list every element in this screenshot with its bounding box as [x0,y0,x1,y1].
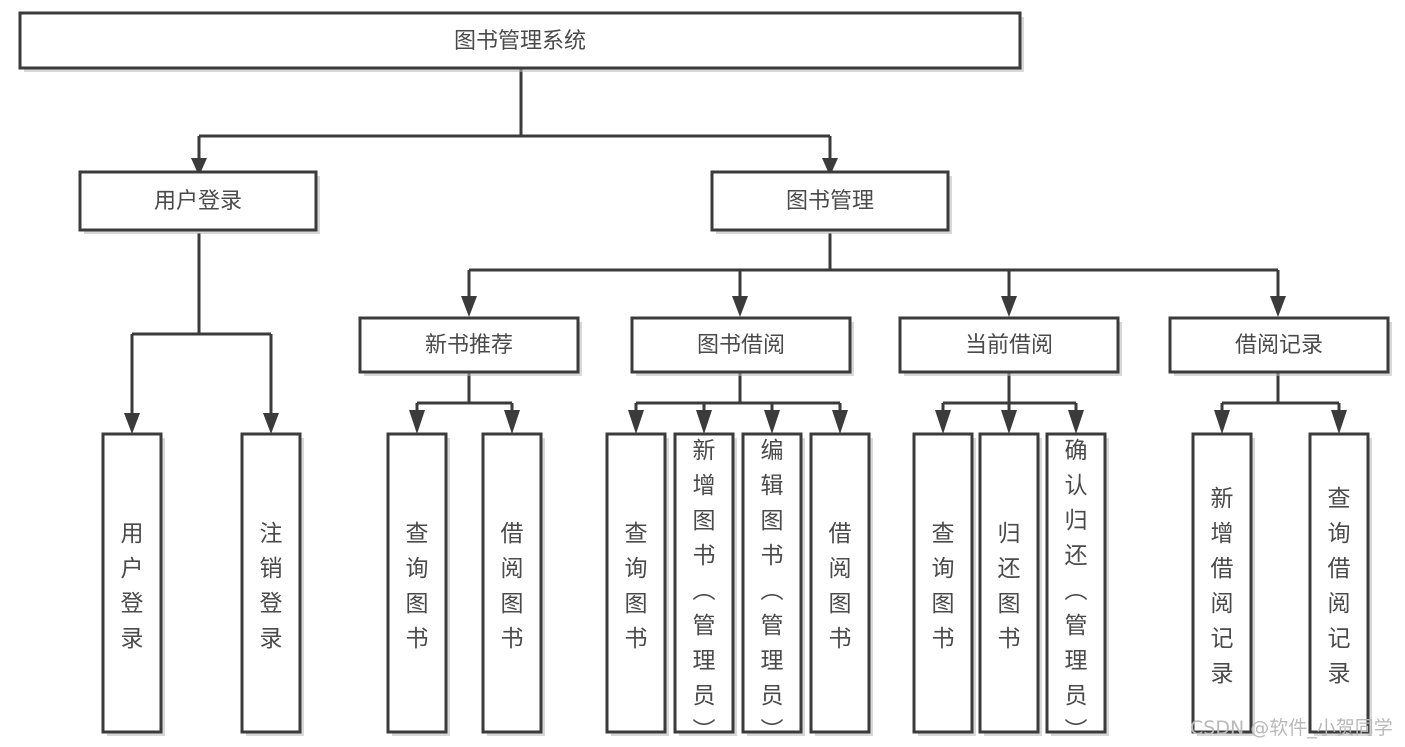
arrow-to-book-borrow [732,296,748,317]
user-login-box[interactable] [78,170,318,232]
arrow-to-user-login [191,158,207,176]
leaf-bb-edit-book[interactable]: 编辑图书︵管理员︶ [741,432,805,744]
arrow-to-new-book [461,296,477,317]
new-book-label: 新书推荐 [425,333,513,358]
connector-group-current-borrow [935,373,1084,434]
leaf-nb-query-label: 查询图书 [406,521,429,652]
leaf-cb-return-box[interactable] [978,432,1040,734]
leaf-cb-confirm-box[interactable] [1045,432,1107,734]
arrow-nb-leaf-1 [409,410,425,434]
new-book-box[interactable] [358,316,580,374]
watermark-label: CSDN @软件_小贺同学 [1190,717,1393,739]
leaf-nb-query-book[interactable]: 查询图书 [386,432,450,736]
arrow-cb-leaf-1 [935,410,951,434]
leaf-bb-borrow-book[interactable]: 借阅图书 [809,432,873,736]
node-current-borrow[interactable]: 当前借阅 [898,316,1122,376]
leaf-user-login[interactable]: 用户登录 [101,432,165,736]
node-book-borrow[interactable]: 图书借阅 [630,316,854,376]
node-borrow-record[interactable]: 借阅记录 [1168,316,1392,376]
root-box[interactable] [18,11,1022,70]
leaf-nb-borrow-label: 借阅图书 [501,521,524,652]
arrow-bb-leaf-3 [764,410,780,434]
connector-group-borrow-record [1214,373,1347,434]
arrow-to-leaf-logout [263,413,279,434]
current-borrow-label: 当前借阅 [965,333,1053,358]
leaf-bb-borrow-label: 借阅图书 [829,521,852,652]
leaf-br-query-record[interactable]: 查询借阅记录 [1308,432,1372,736]
arrow-cb-leaf-3 [1068,410,1084,434]
leaf-bb-add-box[interactable] [673,432,735,734]
node-user-login[interactable]: 用户登录 [78,170,320,234]
leaf-logout-box[interactable] [240,432,302,734]
leaf-bb-query-box[interactable] [605,432,667,734]
arrow-nb-leaf-2 [504,410,520,434]
leaf-logout-label: 注销登录 [260,521,283,652]
leaf-br-query-box[interactable] [1308,432,1370,734]
leaf-nb-borrow-box[interactable] [481,432,543,734]
arrow-to-leaf-user-login [124,413,140,434]
connector-group-book-manage [461,233,1286,317]
leaf-cb-confirm-return[interactable]: 确认归还︵管理员︶ [1045,432,1109,744]
arrow-to-borrow-record [1270,296,1286,317]
user-login-label: 用户登录 [154,189,242,214]
leaf-cb-query-label: 查询图书 [932,521,955,652]
leaf-bb-query-book[interactable]: 查询图书 [605,432,669,736]
leaf-nb-borrow-book[interactable]: 借阅图书 [481,432,545,736]
leaf-user-login-label: 用户登录 [121,521,144,652]
root-label: 图书管理系统 [454,29,586,54]
leaf-cb-return-label: 归还图书 [998,521,1021,652]
arrow-br-leaf-2 [1331,410,1347,434]
leaf-logout[interactable]: 注销登录 [240,432,304,736]
arrow-br-leaf-1 [1214,410,1230,434]
node-new-book-recommend[interactable]: 新书推荐 [358,316,582,376]
connector-group-root [191,68,838,176]
leaf-br-query-label: 查询借阅记录 [1328,486,1351,687]
borrow-record-label: 借阅记录 [1235,333,1323,358]
arrow-bb-leaf-1 [628,410,644,434]
borrow-record-box[interactable] [1168,316,1390,374]
connector-group-book-borrow [628,373,848,434]
arrow-to-book-manage [822,158,838,176]
leaf-bb-borrow-box[interactable] [809,432,871,734]
leaf-bb-edit-box[interactable] [741,432,803,734]
leaf-cb-return-book[interactable]: 归还图书 [978,432,1042,736]
connector-group-user-login [124,233,279,434]
node-book-manage[interactable]: 图书管理 [710,170,952,234]
leaf-nb-query-box[interactable] [386,432,448,734]
leaf-bb-add-book[interactable]: 新增图书︵管理员︶ [673,432,737,744]
leaf-bb-query-label: 查询图书 [625,521,648,652]
arrow-bb-leaf-4 [832,410,848,434]
leaf-bb-add-label: 新增图书︵管理员︶ [693,438,716,744]
book-manage-box[interactable] [710,170,950,232]
leaf-br-add-record[interactable]: 新增借阅记录 [1191,432,1255,736]
leaf-cb-query-box[interactable] [912,432,974,734]
book-manage-label: 图书管理 [786,189,874,214]
leaf-br-add-box[interactable] [1191,432,1253,734]
arrow-cb-leaf-2 [1001,410,1017,434]
current-borrow-box[interactable] [898,316,1120,374]
arrow-bb-leaf-2 [696,410,712,434]
leaf-user-login-box[interactable] [101,432,163,734]
book-borrow-box[interactable] [630,316,852,374]
leaf-cb-query-book[interactable]: 查询图书 [912,432,976,736]
book-borrow-label: 图书借阅 [697,333,785,358]
arrow-to-current-borrow [1001,296,1017,317]
connector-group-new-book [409,373,520,434]
node-root-system[interactable]: 图书管理系统 [18,11,1024,72]
leaf-bb-edit-label: 编辑图书︵管理员︶ [761,438,784,744]
leaf-br-add-label: 新增借阅记录 [1211,486,1234,687]
leaf-cb-confirm-label: 确认归还︵管理员︶ [1065,438,1088,744]
